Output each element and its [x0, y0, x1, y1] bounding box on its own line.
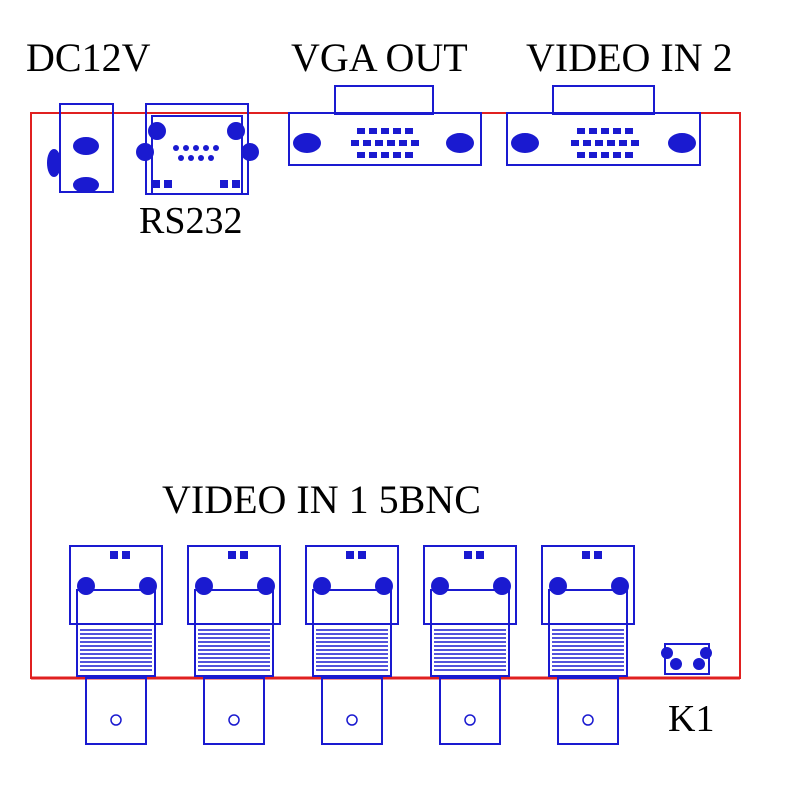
bnc-connector-4: [423, 545, 517, 745]
rs232-label: RS232: [139, 200, 243, 242]
bnc-connector-3: [305, 545, 399, 745]
video-in-1-bnc-connectors: [69, 545, 635, 745]
vga-out-connector: [288, 85, 482, 166]
bnc-connector-1: [69, 545, 163, 745]
k1-label: K1: [668, 698, 715, 740]
video-in-2-label: VIDEO IN 2: [526, 35, 733, 80]
video-in-2-connector: [506, 85, 701, 166]
dc12v-label: DC12V: [26, 35, 151, 80]
rs232-connector: [136, 103, 259, 195]
dc12v-power-jack: [47, 103, 114, 193]
bnc-connector-5: [541, 545, 635, 745]
bnc-connector-2: [187, 545, 281, 745]
video-in-1-label: VIDEO IN 1 5BNC: [162, 477, 481, 522]
vga-out-label: VGA OUT: [291, 35, 468, 80]
k1-switch: [661, 643, 712, 675]
